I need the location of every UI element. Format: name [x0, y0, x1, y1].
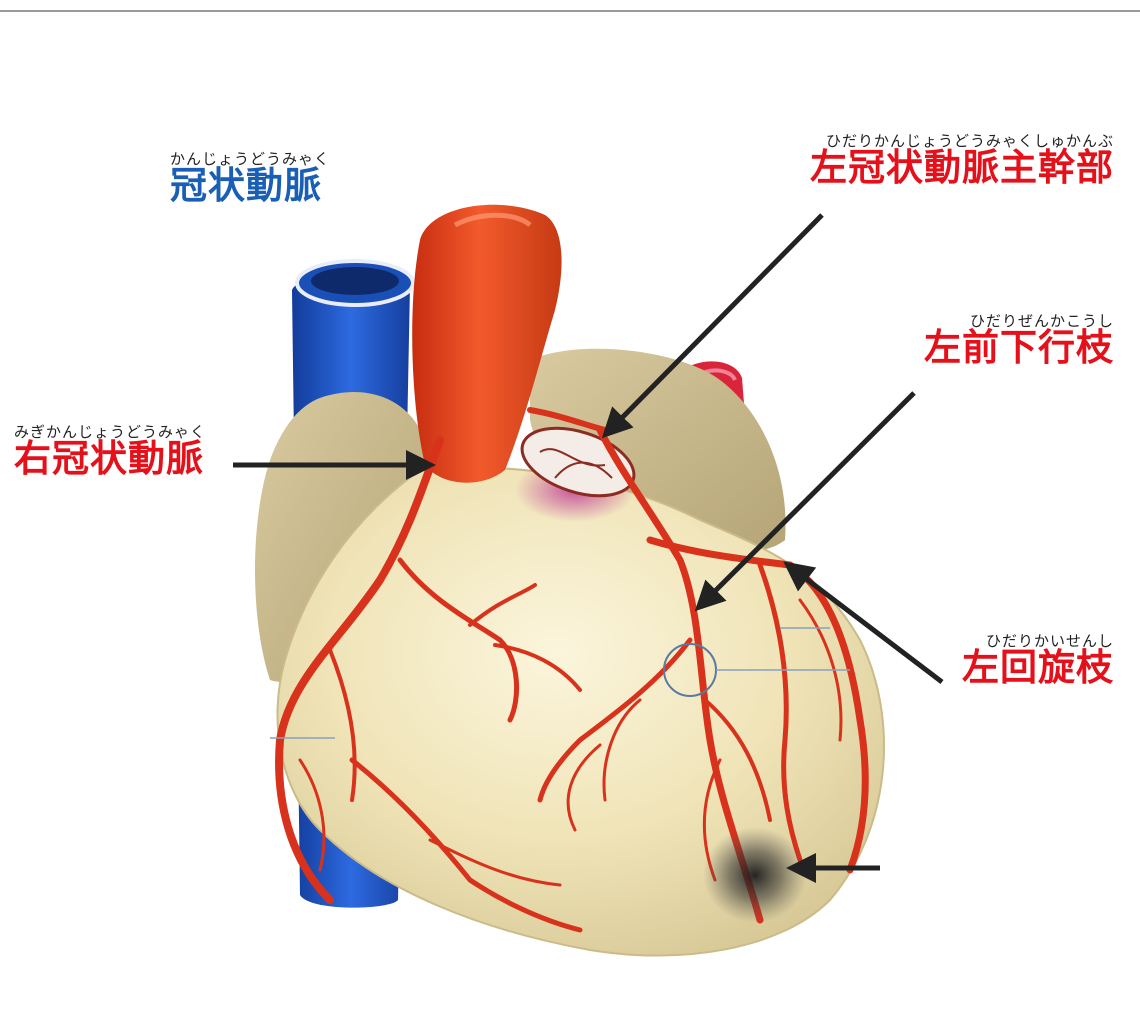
label-left-circumflex: ひだりかいせんし 左回旋枝	[962, 634, 1114, 686]
text-left-circumflex: 左回旋枝	[962, 649, 1114, 686]
text-coronary-artery: 冠状動脈	[170, 167, 330, 204]
label-left-anterior-descending: ひだりぜんかこうし 左前下行枝	[924, 314, 1114, 366]
label-coronary-artery: かんじょうどうみゃく 冠状動脈	[170, 152, 330, 204]
text-left-anterior-descending: 左前下行枝	[924, 329, 1114, 366]
text-left-main-trunk: 左冠状動脈主幹部	[810, 149, 1114, 186]
infarct-area	[703, 827, 807, 923]
label-left-main-trunk: ひだりかんじょうどうみゃくしゅかんぶ 左冠状動脈主幹部	[810, 134, 1114, 186]
label-right-coronary-artery: みぎかんじょうどうみゃく 右冠状動脈	[14, 425, 206, 477]
text-right-coronary-artery: 右冠状動脈	[14, 440, 206, 477]
